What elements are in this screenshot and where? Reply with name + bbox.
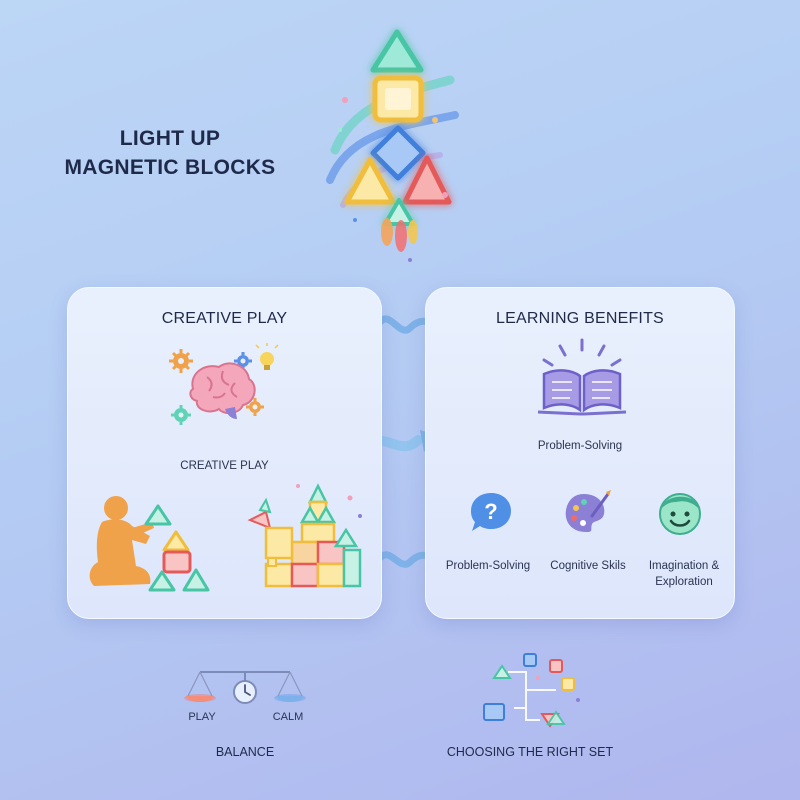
blue-square-block <box>483 703 505 721</box>
yellow-triangle-block <box>162 530 190 552</box>
benefit-label-imagination-line-1: Imagination & <box>648 560 720 572</box>
flame-middle <box>395 220 407 252</box>
sparkle-dot <box>347 495 353 501</box>
right-pan <box>276 696 304 702</box>
block-animal <box>247 497 294 567</box>
gear-icon <box>169 349 193 373</box>
page-title: LIGHT UP MAGNETIC BLOCKS <box>50 124 290 182</box>
teal-triangle-block <box>144 504 172 526</box>
palette-icon <box>565 490 611 532</box>
lightbulb-icon <box>255 343 279 370</box>
teal-triangle-block <box>546 710 566 725</box>
flame-left <box>381 218 393 246</box>
swoosh-blue <box>326 111 459 184</box>
blue-square-block <box>523 653 537 667</box>
balance-caption: BALANCE <box>215 745 275 759</box>
smiling-face-icon <box>659 493 701 535</box>
block-rocket-illustration <box>326 29 459 262</box>
svg-text:?: ? <box>484 499 497 524</box>
connector-top <box>376 315 432 334</box>
sparkle-dot <box>342 97 348 103</box>
left-pan <box>186 696 214 702</box>
block-castle-illustration <box>247 483 362 588</box>
question-bubble-icon: ? <box>471 493 511 531</box>
castle-triangle <box>333 527 359 548</box>
child-silhouette <box>89 496 154 586</box>
sparkle-dot <box>338 128 342 132</box>
teal-triangle-block <box>370 29 424 73</box>
castle-block <box>316 562 346 588</box>
choosing-caption: CHOOSING THE RIGHT SET <box>446 745 614 759</box>
castle-block <box>264 562 294 588</box>
sparkle-dot <box>408 258 412 262</box>
sparkle-dot <box>358 514 362 518</box>
sparkle-dot <box>296 484 300 488</box>
gear-icon <box>246 398 264 416</box>
learning-benefits-heading: LEARNING BENEFITS <box>496 310 664 327</box>
castle-block <box>290 540 320 566</box>
red-square-block <box>549 659 563 673</box>
brain-gears-illustration <box>169 343 279 425</box>
yellow-square-block <box>561 677 575 691</box>
learning-benefits-panel: LEARNING BENEFITS Problem-Solving ? Prob… <box>425 287 735 619</box>
castle-block <box>300 522 336 544</box>
brain-icon <box>189 362 256 419</box>
title-line-1: LIGHT UP <box>119 127 221 150</box>
castle-block <box>290 562 320 588</box>
benefit-label-cognitive-skills: Cognitive Skils <box>550 560 626 572</box>
child-building-illustration <box>89 496 210 592</box>
book-caption: Problem-Solving <box>537 440 623 452</box>
yellow-square-block <box>372 75 424 123</box>
sparkle-dot <box>353 218 357 222</box>
balance-right-label: CALM <box>272 711 304 723</box>
red-square-block <box>162 550 192 574</box>
teal-triangle-block <box>492 664 512 679</box>
castle-block <box>342 548 362 588</box>
red-triangle-block <box>402 155 452 205</box>
yellow-triangle-block <box>344 157 396 205</box>
clock-icon <box>233 680 257 704</box>
sparkle-dot <box>536 676 540 680</box>
open-book-icon <box>537 338 627 416</box>
sparkle-dot <box>442 192 448 198</box>
creative-play-caption: CREATIVE PLAY <box>180 460 269 472</box>
tower-top-triangle <box>307 483 329 504</box>
balance-scale-illustration <box>184 671 306 704</box>
balance-left-label: PLAY <box>188 711 216 723</box>
creative-play-heading: CREATIVE PLAY <box>161 310 288 327</box>
title-line-2: MAGNETIC BLOCKS <box>64 156 276 179</box>
blue-diamond-block <box>370 125 426 181</box>
creative-play-panel: CREATIVE PLAY CREATIVE PLAY <box>67 287 382 619</box>
benefit-label-imagination-line-2: Exploration <box>655 576 713 588</box>
teal-triangle-block <box>148 570 176 592</box>
sparkle-dot <box>576 698 580 702</box>
choosing-set-flow-illustration <box>483 653 580 728</box>
benefit-label-problem-solving: Problem-Solving <box>445 560 531 572</box>
flame-right <box>408 220 418 244</box>
gear-icon <box>171 405 191 425</box>
sparkle-dot <box>432 117 438 123</box>
benefit-label-imagination: Imagination & Exploration <box>636 558 732 590</box>
teal-triangle-block <box>182 568 210 592</box>
connector-bottom <box>376 551 432 568</box>
